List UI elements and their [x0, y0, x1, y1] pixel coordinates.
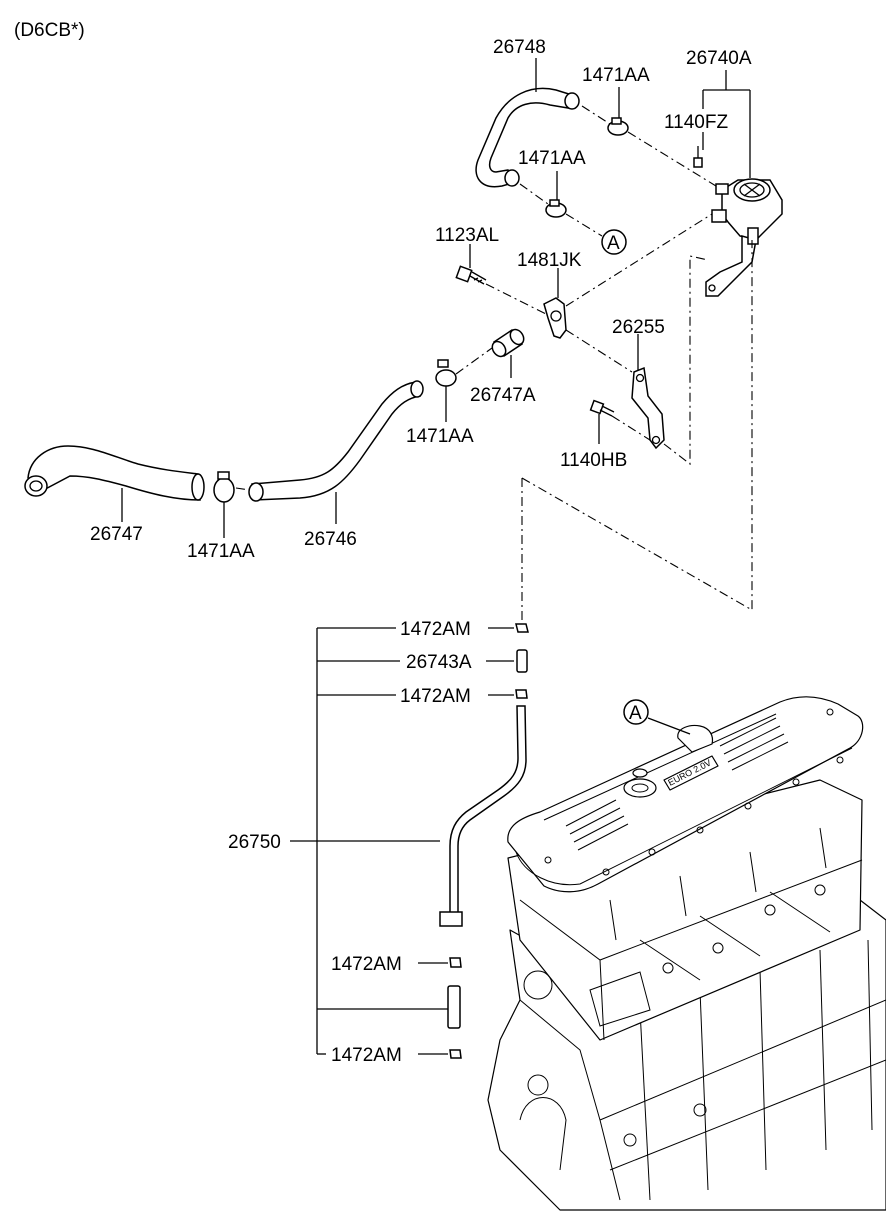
clip-1472AM-1	[515, 623, 529, 633]
label-26255: 26255	[612, 317, 665, 338]
label-1140HB: 1140HB	[560, 450, 627, 471]
hose-26746	[248, 380, 424, 502]
label-1481JK: 1481JK	[517, 250, 582, 271]
label-1471AA-low: 1471AA	[406, 426, 474, 447]
bolt-1140FZ	[693, 146, 703, 168]
bolt-1123AL	[455, 265, 487, 285]
clamp-1471AA-top	[607, 117, 629, 136]
ref-a-top: A	[607, 233, 620, 254]
label-1471AA-top: 1471AA	[582, 65, 650, 86]
leader-ref-a-engine	[647, 717, 691, 735]
label-1471AA-mid: 1471AA	[518, 148, 586, 169]
clamp-1471AA-bottom	[213, 471, 235, 503]
ref-circle-a-engine	[623, 699, 649, 725]
hose-26747	[24, 445, 205, 501]
engine-block: EURO 2.0V	[487, 696, 886, 1211]
ref-circle-a-top	[601, 229, 627, 255]
label-1123AL: 1123AL	[435, 225, 499, 246]
label-1472AM-1: 1472AM	[400, 619, 471, 640]
label-26740A: 26740A	[686, 48, 752, 69]
hose-26743A	[516, 649, 528, 673]
label-1472AM-3: 1472AM	[331, 954, 402, 975]
tube-26747A	[491, 328, 525, 358]
label-26750: 26750	[228, 832, 281, 853]
hose-26748	[475, 87, 580, 188]
label-1471AA-bottom: 1471AA	[187, 541, 255, 562]
label-26747: 26747	[90, 524, 143, 545]
label-1472AM-4: 1472AM	[331, 1045, 402, 1066]
bracket-26255	[631, 366, 665, 450]
short-hose	[447, 985, 461, 1029]
pipe-26750	[439, 705, 527, 927]
clamp-1471AA-mid	[545, 199, 567, 218]
group-bracket-26750	[290, 627, 514, 1055]
label-26747A: 26747A	[470, 385, 536, 406]
breather-26740A	[705, 178, 783, 297]
label-26743A: 26743A	[406, 652, 472, 673]
routing-lines-upper	[235, 105, 753, 620]
label-1472AM-2: 1472AM	[400, 686, 471, 707]
clip-1472AM-3	[449, 957, 462, 968]
variant-label: (D6CB*)	[14, 20, 85, 41]
clamp-1471AA-low	[435, 359, 457, 387]
bolt-1140HB	[589, 399, 615, 417]
clip-1472AM-4	[449, 1049, 462, 1059]
label-1140FZ: 1140FZ	[664, 112, 728, 133]
ref-a-engine: A	[629, 703, 642, 724]
bracket-1481JK	[543, 297, 567, 339]
clip-1472AM-2	[515, 689, 528, 699]
label-26746: 26746	[304, 529, 357, 550]
label-26748: 26748	[493, 37, 546, 58]
